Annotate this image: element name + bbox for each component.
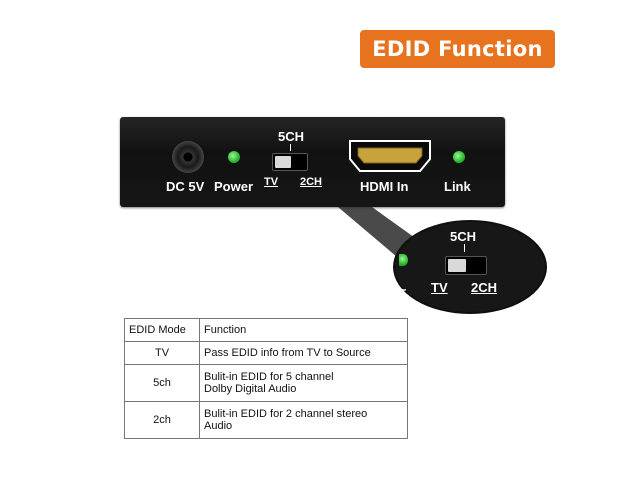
link-led — [453, 151, 465, 163]
function-cell: Bulit-in EDID for 2 channel stereo Audio — [199, 401, 408, 439]
zoom-edge-text: r — [401, 284, 407, 299]
zoom-switch-tick — [464, 244, 465, 252]
function-line: Audio — [204, 420, 233, 432]
dc-label: DC 5V — [166, 179, 205, 194]
edid-switch[interactable] — [272, 153, 308, 171]
zoom-edid-switch-knob — [448, 259, 466, 272]
power-label: Power — [214, 179, 254, 194]
table-header-row: EDID Mode Function — [124, 318, 408, 342]
switch-zoom-view: 5CH TV 2CH r — [395, 222, 545, 312]
switch-tv-label: TV — [264, 176, 279, 188]
hdmi-device-panel: DC 5V Power 5CH TV 2CH HDMI In Link — [120, 117, 505, 207]
zoom-tv-label: TV — [431, 280, 448, 295]
switch-5ch-label: 5CH — [278, 129, 305, 144]
zoom-5ch-label: 5CH — [450, 229, 477, 244]
zoom-edid-switch — [445, 256, 487, 275]
zoom-2ch-label: 2CH — [471, 280, 498, 295]
mode-cell: TV — [124, 341, 200, 365]
function-line: Dolby Digital Audio — [204, 383, 297, 395]
edid-mode-table: EDID Mode Function TV Pass EDID info fro… — [124, 318, 408, 439]
zoom-led-edge — [399, 254, 408, 266]
function-cell: Bulit-in EDID for 5 channel Dolby Digita… — [199, 364, 408, 402]
switch-tick — [290, 144, 291, 151]
table-row: 5ch Bulit-in EDID for 5 channel Dolby Di… — [124, 364, 408, 402]
header-edid-mode: EDID Mode — [124, 318, 200, 342]
power-led — [228, 151, 240, 163]
function-cell: Pass EDID info from TV to Source — [199, 341, 408, 365]
table-row: 2ch Bulit-in EDID for 2 channel stereo A… — [124, 401, 408, 439]
function-line: Pass EDID info from TV to Source — [204, 347, 371, 359]
mode-cell: 5ch — [124, 364, 200, 402]
switch-2ch-label: 2CH — [300, 176, 323, 188]
dc-power-jack — [172, 141, 204, 173]
hdmi-port-icon — [349, 140, 431, 172]
edid-function-badge: EDID Function — [360, 30, 555, 68]
header-function: Function — [199, 318, 408, 342]
hdmi-label: HDMI In — [360, 179, 409, 194]
edid-switch-knob — [275, 156, 291, 168]
function-line: Bulit-in EDID for 5 channel — [204, 371, 334, 383]
function-line: Bulit-in EDID for 2 channel stereo — [204, 408, 368, 420]
mode-cell: 2ch — [124, 401, 200, 439]
table-row: TV Pass EDID info from TV to Source — [124, 341, 408, 365]
link-label: Link — [444, 179, 471, 194]
